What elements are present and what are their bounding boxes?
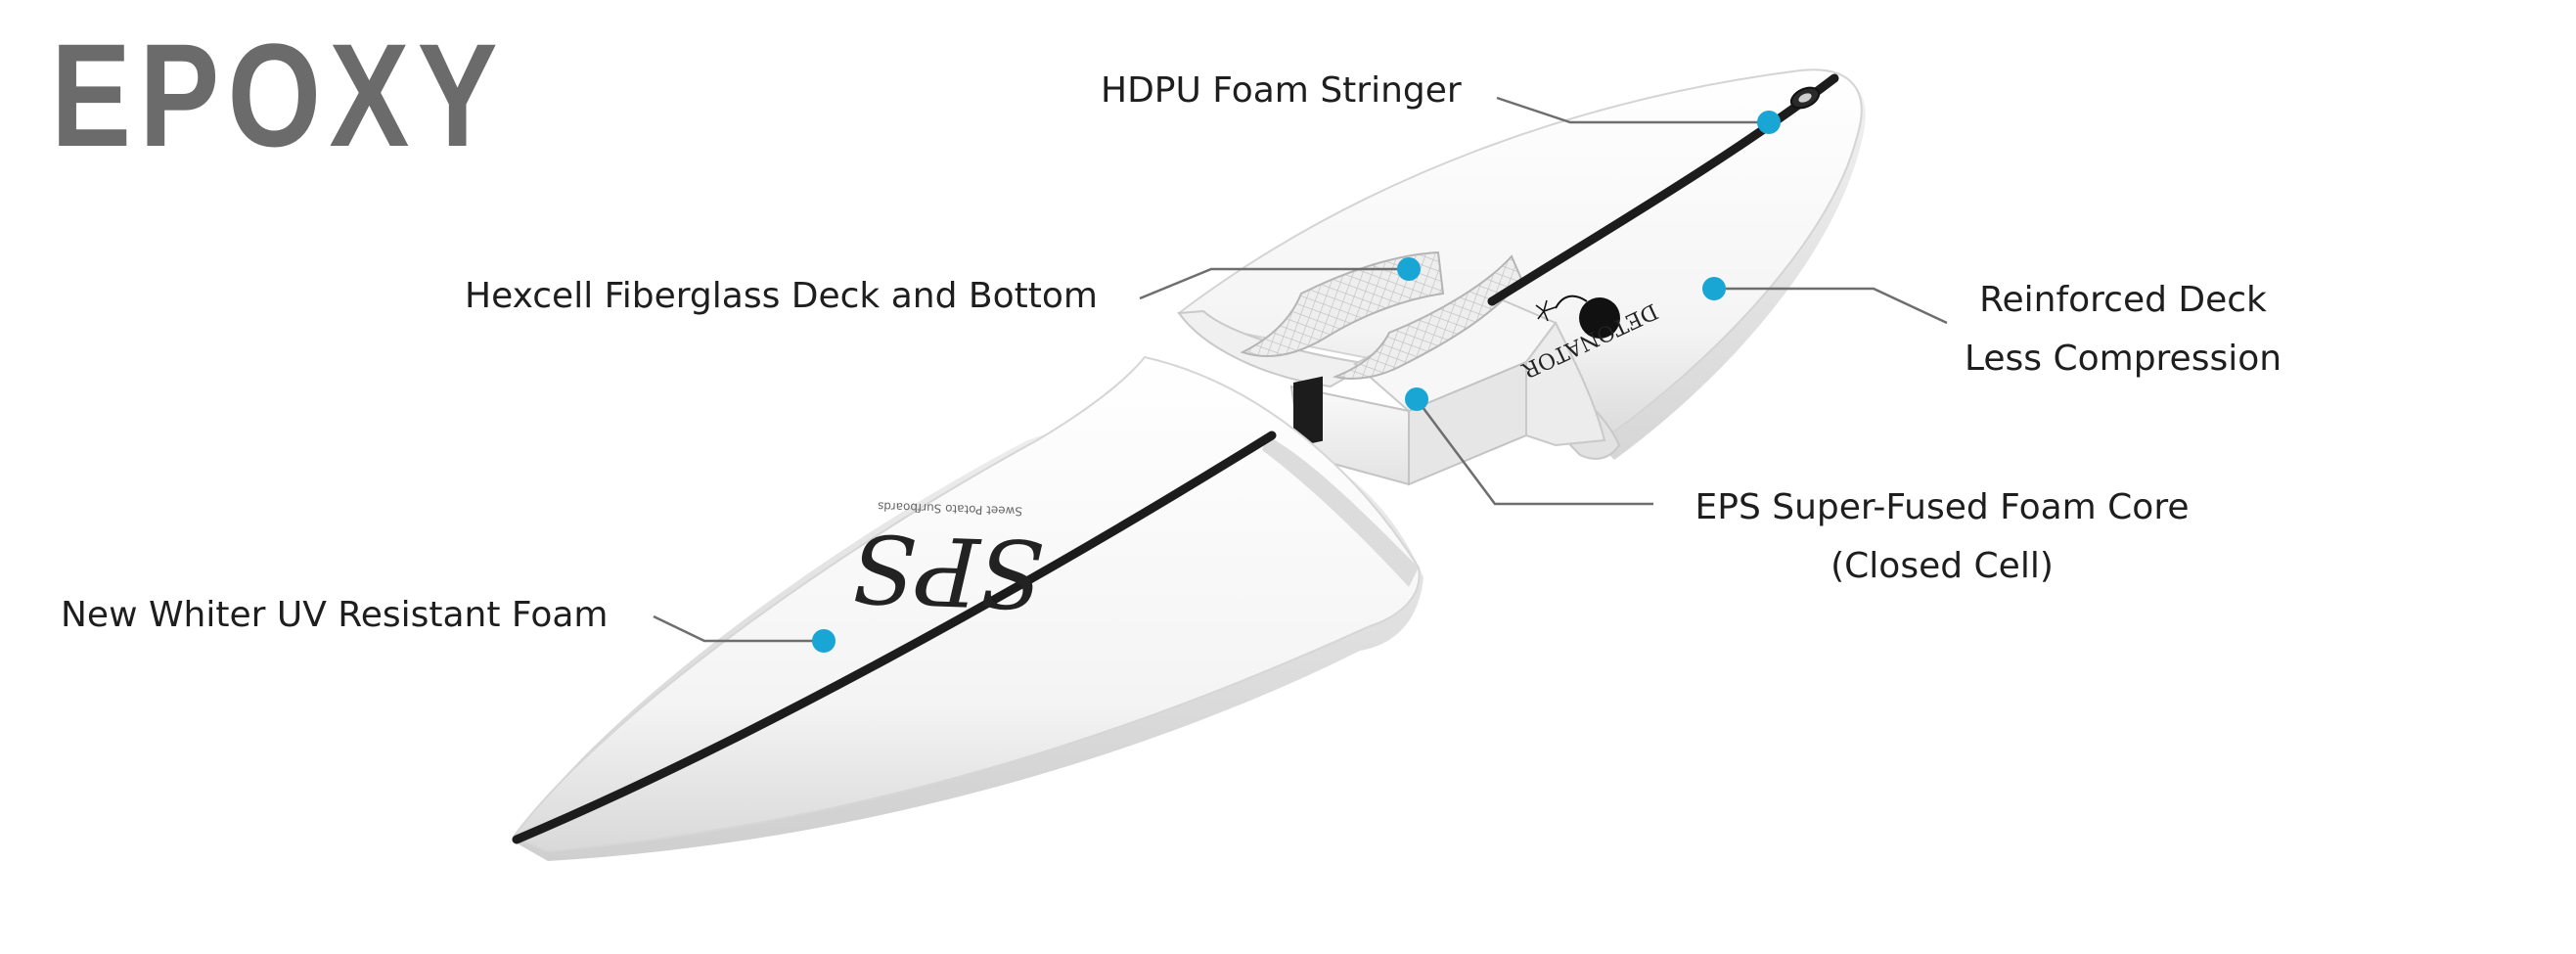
leader-eps [1415, 398, 1653, 506]
fiberglass-sheet-1 [1240, 250, 1445, 358]
leader-lines [653, 96, 1948, 643]
leader-hexcell [1139, 267, 1409, 300]
leader-hdpu [1496, 96, 1766, 124]
callout-eps-foam-core-line2: (Closed Cell) [1830, 546, 2054, 586]
stringer-line-nose [512, 431, 1277, 844]
fiberglass-sheet-2 [1332, 254, 1523, 380]
callout-uv-resistant-foam: New Whiter UV Resistant Foam [61, 595, 609, 635]
core-right-wedge [1525, 321, 1606, 447]
sps-logo-subtext: Sweet Potato Surfboards [878, 499, 1022, 518]
stringer-line-tail [1487, 73, 1839, 306]
callout-dots [812, 111, 1781, 653]
dot-hdpu-stringer [1757, 111, 1781, 134]
callout-hexcell-fiberglass: Hexcell Fiberglass Deck and Bottom [465, 276, 1098, 316]
foam-core-section [1177, 250, 1606, 486]
callout-hdpu-foam-stringer: HDPU Foam Stringer [1101, 70, 1462, 111]
nose-cut-face [1262, 435, 1419, 587]
fuse-line [1555, 295, 1588, 309]
leader-reinforced [1714, 287, 1948, 325]
diagram-title: EPOXY [51, 13, 506, 177]
dot-reinforced-deck [1702, 277, 1726, 300]
callout-reinforced-deck-line2: Less Compression [1964, 339, 2282, 379]
sps-logo-text: SPS [850, 513, 1046, 629]
callout-eps-foam-core-line1: EPS Super-Fused Foam Core [1695, 487, 2190, 527]
spark-icon [1535, 299, 1557, 322]
leader-uv [653, 614, 822, 643]
stringer-block [1293, 376, 1323, 448]
callout-reinforced-deck-line1: Reinforced Deck [1979, 280, 2267, 320]
bomb-icon [1579, 297, 1620, 339]
dot-eps-foam-core [1405, 387, 1428, 411]
leash-plug-icon [1789, 86, 1821, 110]
dot-hexcell-fiberglass [1397, 257, 1421, 281]
sps-logo: SPS Sweet Potato Surfboards [850, 499, 1046, 629]
dot-uv-resistant-foam [812, 629, 836, 653]
